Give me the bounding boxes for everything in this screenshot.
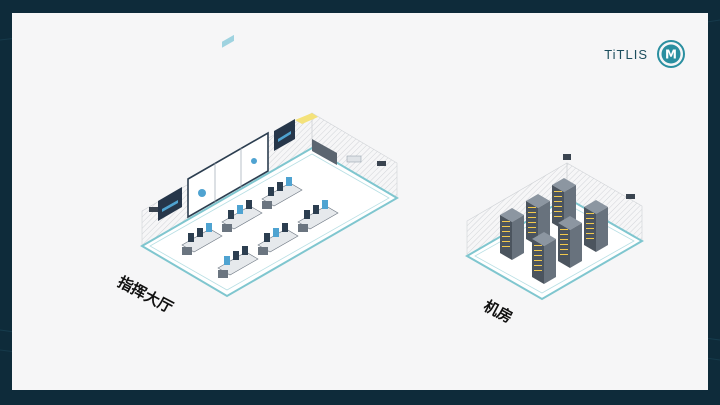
slide-canvas: TiTLIS M (12, 13, 708, 390)
camera-icon (149, 161, 386, 212)
workstation-group (181, 177, 339, 278)
server-rack-group (500, 178, 608, 284)
isometric-scene (140, 34, 645, 301)
svg-text:M: M (665, 48, 677, 62)
command-hall (140, 34, 399, 298)
brand-name: TiTLIS (604, 46, 648, 62)
brand-logo: TiTLIS M (604, 39, 686, 69)
brand-mark-icon: M (656, 39, 686, 69)
video-wall (158, 34, 295, 221)
server-room (464, 154, 645, 301)
